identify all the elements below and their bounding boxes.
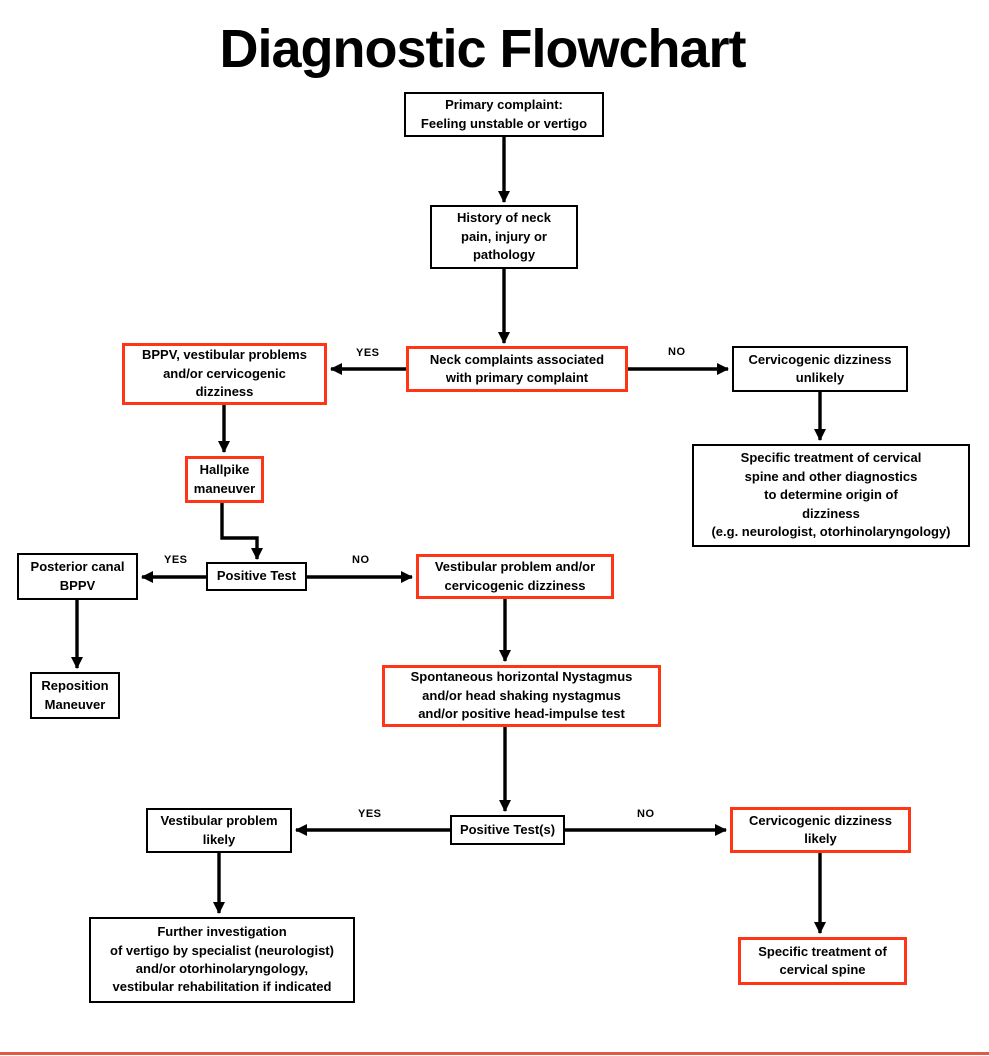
node-further-investigation: Further investigation of vertigo by spec… [89, 917, 355, 1003]
edge-label-yes-neck: YES [356, 347, 380, 359]
node-bppv-vestibular: BPPV, vestibular problems and/or cervico… [122, 343, 327, 405]
node-neck-complaints: Neck complaints associated with primary … [406, 346, 628, 392]
node-cervicogenic-likely: Cervicogenic dizziness likely [730, 807, 911, 853]
edge-label-no-neck: NO [668, 346, 686, 358]
node-hallpike-maneuver: Hallpike maneuver [185, 456, 264, 503]
node-cervicogenic-unlikely: Cervicogenic dizziness unlikely [732, 346, 908, 392]
edge-label-yes-positive-tests: YES [358, 808, 382, 820]
node-posterior-canal-bppv: Posterior canal BPPV [17, 553, 138, 600]
page-title: Diagnostic Flowchart [219, 19, 746, 79]
edge-label-no-positive-tests: NO [637, 808, 655, 820]
node-spontaneous-nystagmus: Spontaneous horizontal Nystagmus and/or … [382, 665, 661, 727]
arrow-hallpike-to-positive-test [220, 503, 263, 560]
footer-line [0, 1052, 989, 1055]
node-positive-tests: Positive Test(s) [450, 815, 565, 845]
node-specific-treatment-cervical: Specific treatment of cervical spine [738, 937, 907, 985]
edge-label-yes-positive-test: YES [164, 554, 188, 566]
node-history-neck-pain: History of neck pain, injury or patholog… [430, 205, 578, 269]
node-specific-treatment-diagnostics: Specific treatment of cervical spine and… [692, 444, 970, 547]
node-vestibular-cervicogenic: Vestibular problem and/or cervicogenic d… [416, 554, 614, 599]
node-positive-test: Positive Test [206, 562, 307, 591]
node-reposition-maneuver: Reposition Maneuver [30, 672, 120, 719]
node-vestibular-likely: Vestibular problem likely [146, 808, 292, 853]
edge-label-no-positive-test: NO [352, 554, 370, 566]
node-primary-complaint: Primary complaint: Feeling unstable or v… [404, 92, 604, 137]
